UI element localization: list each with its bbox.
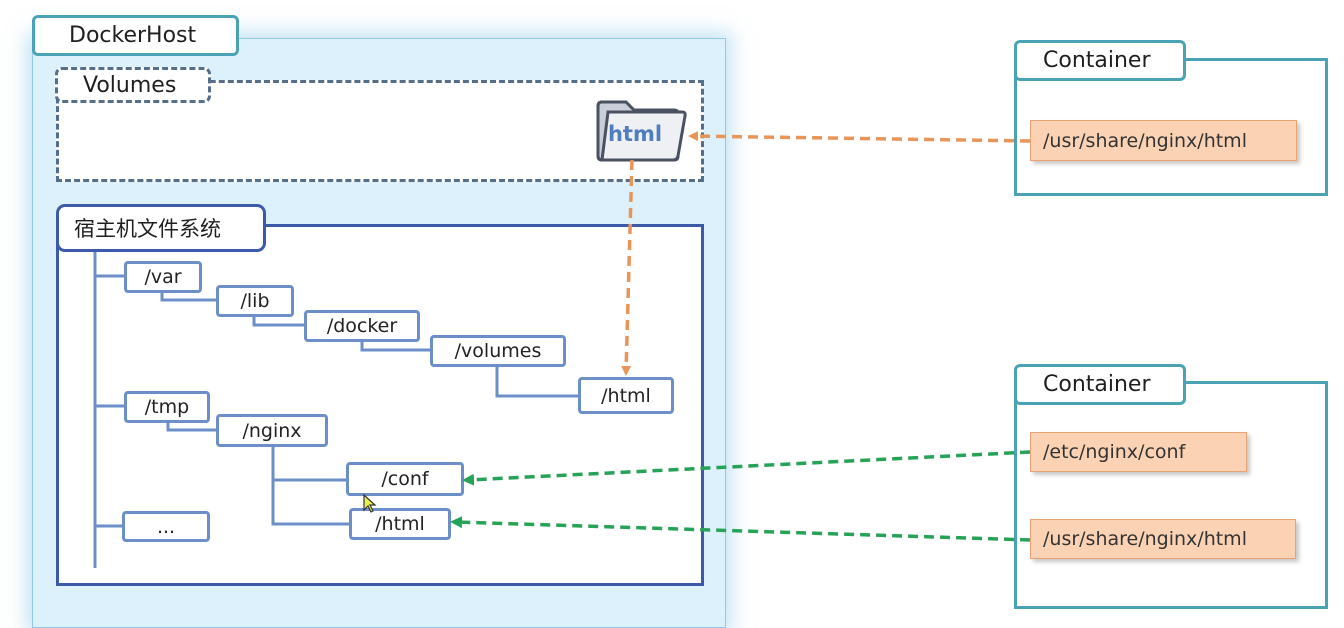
html-bind-arrow [450,516,1031,542]
container-2-path-conf: /etc/nginx/conf [1030,432,1247,472]
container-2-title: Container [1014,364,1186,405]
conf-bind-arrow [462,450,1031,486]
node-var: /var [124,261,202,293]
volume-to-host-arrow [621,159,634,376]
container-2-path-html: /usr/share/nginx/html [1030,519,1296,559]
folder-icon [594,98,688,164]
node-tmp: /tmp [124,391,210,423]
mouse-cursor-icon [363,493,379,514]
node-nginx: /nginx [216,414,328,447]
node-ellipsis: ... [122,511,210,542]
host-filesystem-title: 宿主机文件系统 [56,204,266,252]
container-2 [1014,381,1328,609]
volume-link-arrow [688,131,1031,143]
node-docker: /docker [304,310,420,342]
node-conf: /conf [346,462,464,496]
node-lib: /lib [216,285,294,317]
node-html-volume: /html [578,377,674,414]
folder-label: html [607,122,663,146]
node-html-nginx: /html [349,508,451,540]
docker-host-title: DockerHost [32,15,239,56]
volumes-title: Volumes [55,67,211,103]
container-1-path-html: /usr/share/nginx/html [1030,120,1297,161]
node-volumes: /volumes [430,335,566,367]
container-1-title: Container [1014,40,1186,81]
